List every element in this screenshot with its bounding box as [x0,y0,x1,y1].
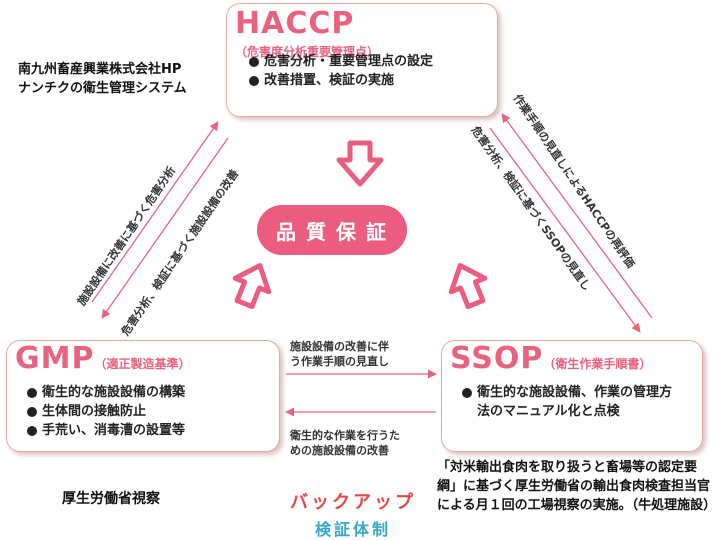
ssop-title: SSOP（衛生作業手順書） [450,341,651,376]
edge-label-line: 施設設備の改善に伴 [290,340,389,353]
gmp-subtitle: （適正製造基準） [94,357,191,371]
ssop-box: SSOP（衛生作業手順書） 衛生的な施設設備、作業の管理方法のマニュアル化と点検 [441,340,703,452]
source-note-line-2: ナンチクの衛生管理システム [18,81,187,96]
edge-label-line: う作業手順の見直し [290,355,389,368]
edge-label-left-inner: 危害分析、検証に基づく施設設備の改善 [117,167,241,339]
arrow-haccp-to-gmp [101,137,229,319]
ssop-subtitle: （衛生作業手順書） [543,357,652,371]
list-item: 改善措置、検証の実施 [249,71,489,90]
arrow-haccp-to-ssop [489,127,641,333]
arrow-gmp-to-haccp [91,121,219,303]
ssop-items: 衛生的な施設設備、作業の管理方法のマニュアル化と点検 [462,383,682,421]
haccp-box: HACCP （危害度分析重要管理点） 危害分析・重要管理点の設定 改善措置、検証の… [226,3,498,117]
haccp-acronym: HACCP [235,6,355,41]
export-inspection-note: 「対米輸出食肉を取り扱うと畜場等の認定要綱」に基づく厚生労働省の輸出食肉検査担当… [437,460,717,513]
gmp-title: GMP（適正製造基準） [15,341,190,376]
list-item: 手荒い、消毒漕の設置等 [27,421,272,440]
gmp-items: 衛生的な施設設備の構築 生体間の接触防止 手荒い、消毒漕の設置等 [27,383,272,440]
list-item: 生体間の接触防止 [27,402,272,421]
list-item: 衛生的な施設設備、作業の管理方法のマニュアル化と点検 [462,383,682,421]
source-note: 南九州畜産興業株式会社HP ナンチクの衛生管理システム [18,60,187,98]
source-note-line-1: 南九州畜産興業株式会社HP [18,62,182,77]
edge-label-right-inner: 危害分析、検証に基づくSSOPの見直し [468,122,593,293]
block-arrow-down [336,140,384,187]
list-item: 危害分析・重要管理点の設定 [249,52,489,71]
gmp-acronym: GMP [15,341,95,376]
ministry-inspection-note: 厚生労働省視察 [62,491,160,507]
quality-assurance-badge: 品質保証 [257,205,407,255]
edge-label-gmp-to-ssop: 施設設備の改善に伴 う作業手順の見直し [290,339,389,369]
backup-line-2: 検証体制 [314,520,391,539]
gmp-box: GMP（適正製造基準） 衛生的な施設設備の構築 生体間の接触防止 手荒い、消毒漕… [6,340,280,452]
edge-label-ssop-to-gmp: 衛生的な作業を行うた めの施設設備の改善 [290,428,400,458]
haccp-title: HACCP （危害度分析重要管理点） [235,6,497,60]
ssop-acronym: SSOP [450,341,544,376]
arrow-ssop-to-haccp [501,113,653,319]
backup-label: バックアップ 検証体制 [283,488,423,540]
haccp-subtitle: （危害度分析重要管理点） [235,45,380,59]
haccp-items: 危害分析・重要管理点の設定 改善措置、検証の実施 [249,52,489,90]
block-arrow-up-right [448,263,488,310]
edge-label-line: 衛生的な作業を行うた [290,429,400,442]
backup-line-1: バックアップ [290,492,416,513]
edge-label-line: めの施設設備の改善 [290,444,389,457]
list-item: 衛生的な施設設備の構築 [27,383,272,402]
block-arrow-up-left [232,263,272,310]
